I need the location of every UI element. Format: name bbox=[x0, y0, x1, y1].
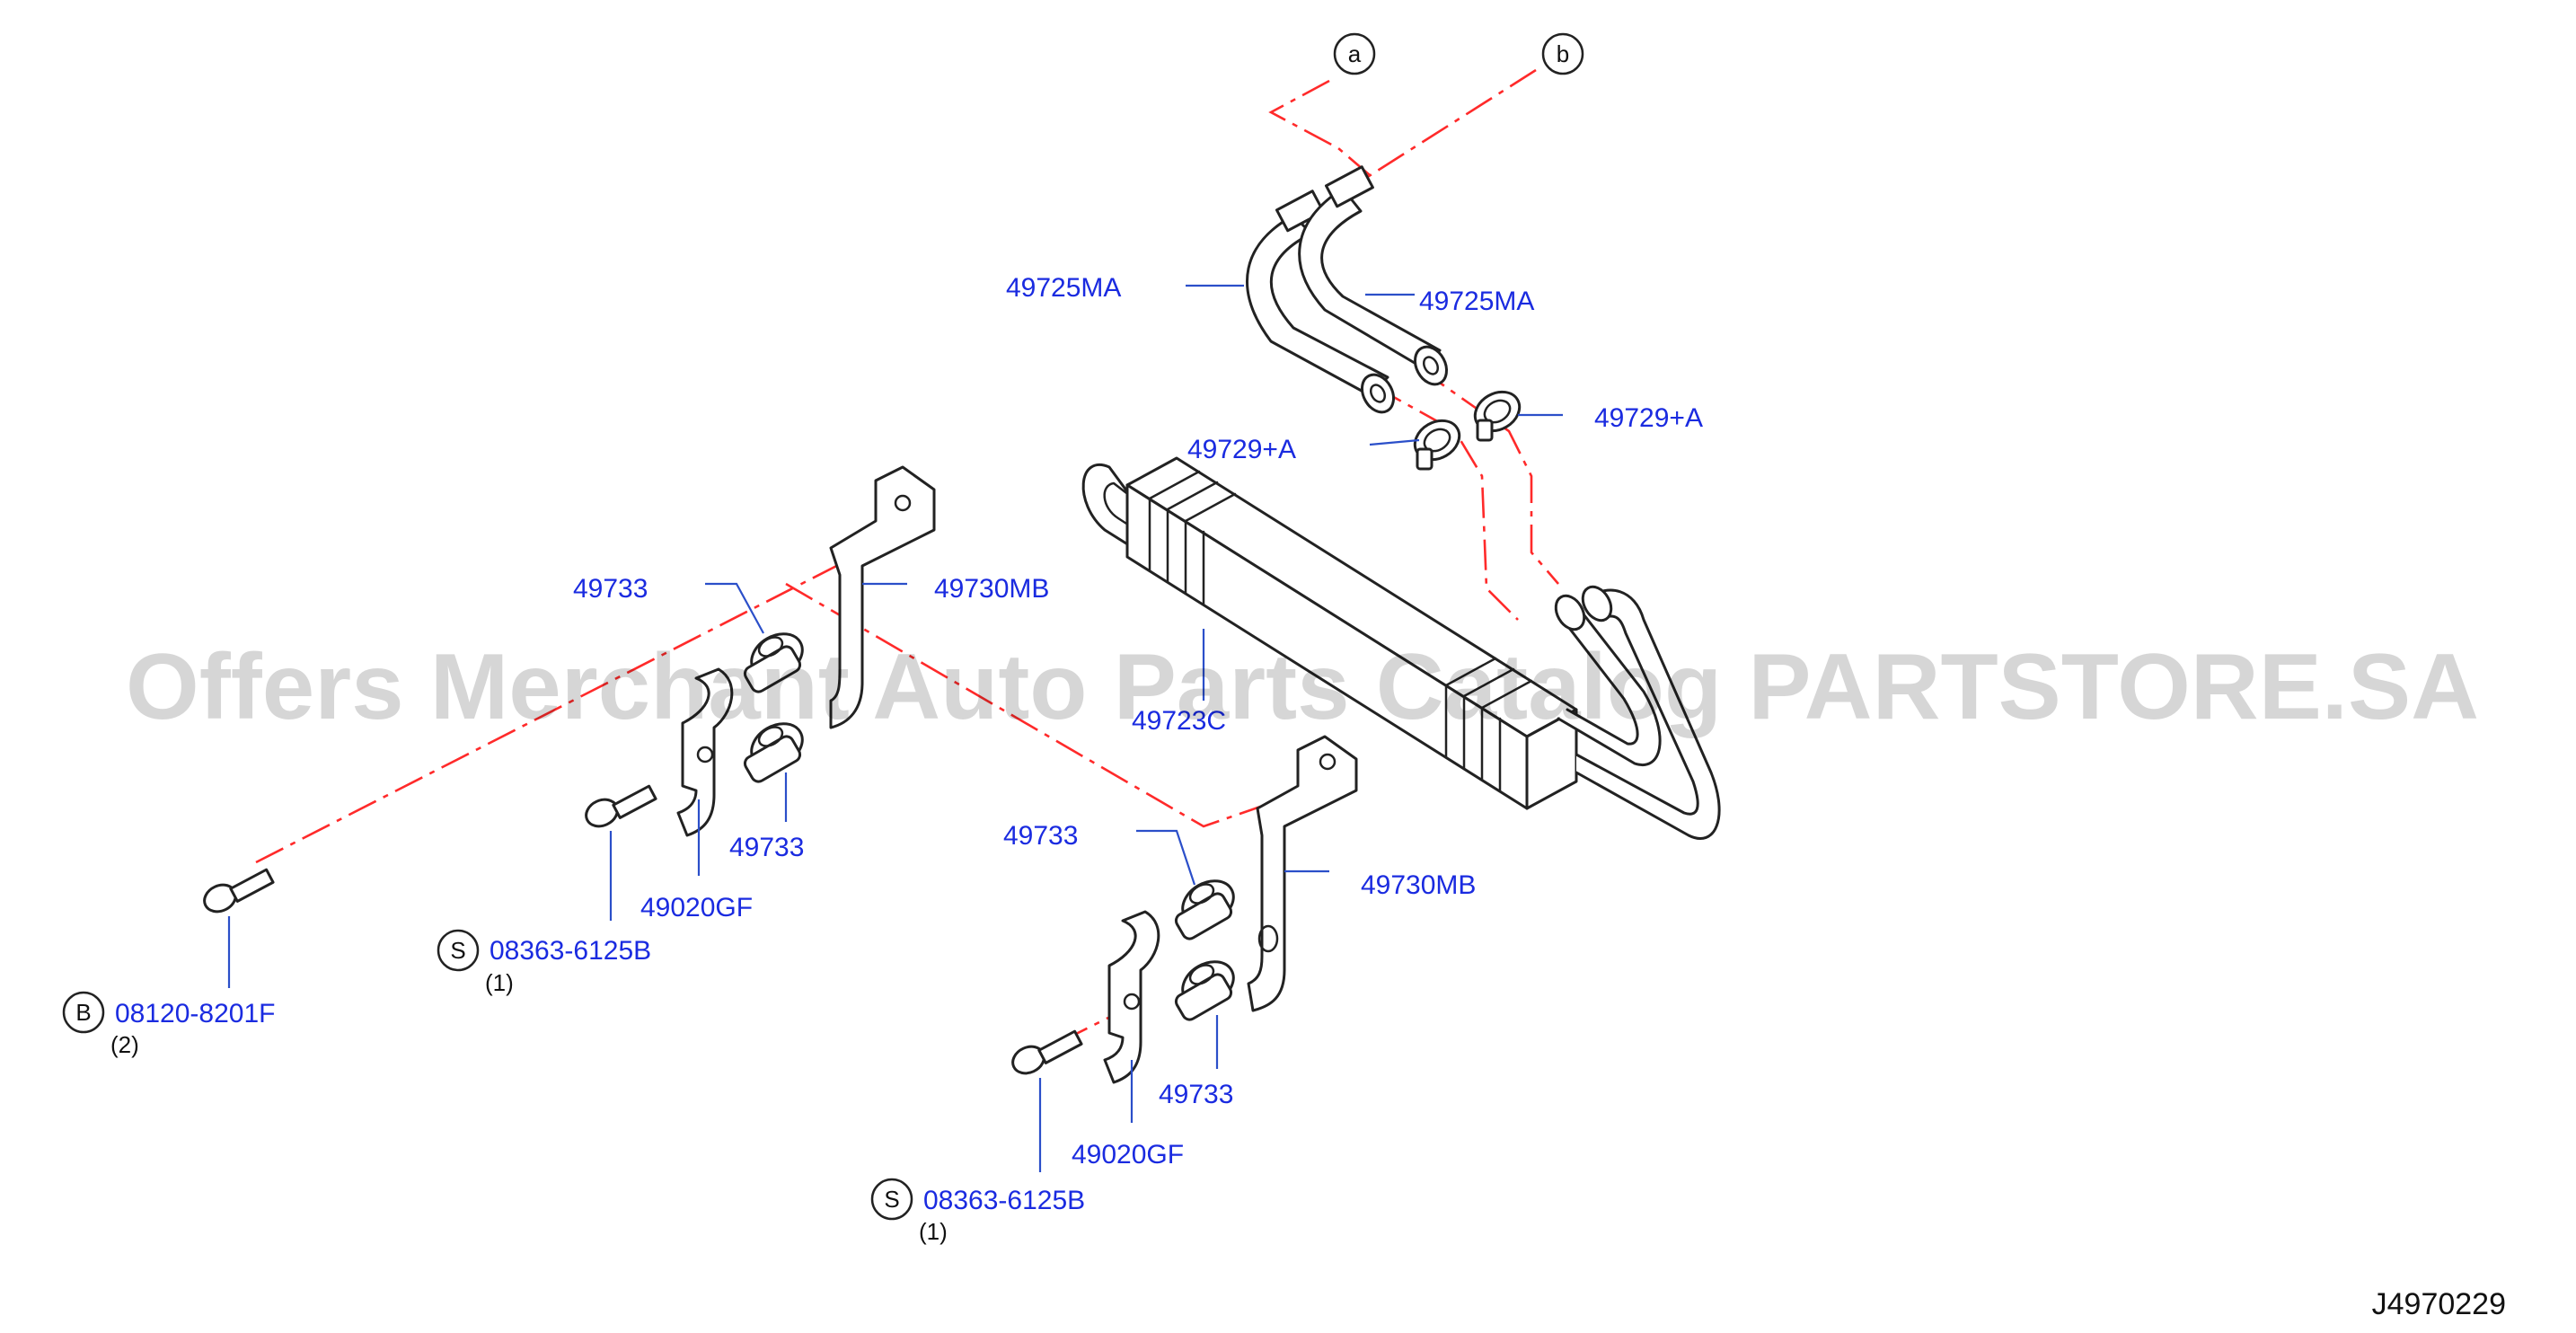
qty-bolt-s-lower: (1) bbox=[919, 1218, 948, 1245]
marker-b-text: b bbox=[1557, 40, 1569, 67]
hose-clamp-right[interactable] bbox=[1468, 384, 1526, 442]
insulator-lower-1[interactable] bbox=[1174, 872, 1241, 941]
label-49733-4[interactable]: 49733 bbox=[1159, 1080, 1233, 1109]
hose-upper-right[interactable] bbox=[1298, 165, 1453, 390]
bolt-s-upper[interactable] bbox=[582, 784, 657, 831]
symbol-s-upper: S bbox=[450, 937, 465, 964]
insulator-upper-1[interactable] bbox=[743, 625, 810, 694]
insulator-lower-2[interactable] bbox=[1174, 953, 1241, 1022]
label-49730MB-lower[interactable]: 49730MB bbox=[1361, 870, 1476, 900]
clamp-plate-upper[interactable] bbox=[676, 667, 734, 837]
qty-bolt-b: (2) bbox=[110, 1031, 139, 1058]
callout-bolt-s-lower[interactable]: S 08363-6125B (1) bbox=[870, 1178, 1085, 1245]
watermark-text: Offers Merchant Auto Parts Catalog PARTS… bbox=[126, 635, 2479, 739]
label-49733-2[interactable]: 49733 bbox=[729, 833, 804, 862]
qty-bolt-s-upper: (1) bbox=[485, 969, 514, 996]
diagram-code: J4970229 bbox=[2372, 1287, 2506, 1321]
hose-upper-left[interactable] bbox=[1246, 190, 1400, 418]
label-49020GF-upper[interactable]: 49020GF bbox=[640, 893, 753, 923]
oil-cooler[interactable] bbox=[1081, 456, 1721, 840]
label-49733-1[interactable]: 49733 bbox=[573, 574, 648, 604]
centerline-b bbox=[1355, 68, 1537, 186]
symbol-b: B bbox=[75, 999, 91, 1026]
label-08363-6125B-upper[interactable]: 08363-6125B bbox=[490, 936, 651, 966]
label-49730MB-upper[interactable]: 49730MB bbox=[934, 574, 1049, 604]
label-49725MA-left[interactable]: 49725MA bbox=[1006, 273, 1121, 303]
clamp-plate-lower[interactable] bbox=[1103, 910, 1160, 1084]
label-49729A-left[interactable]: 49729+A bbox=[1187, 435, 1296, 464]
hose-clamp-left[interactable] bbox=[1407, 413, 1466, 471]
centerline-bolt-b bbox=[255, 533, 899, 864]
callout-bolt-s-upper[interactable]: S 08363-6125B (1) bbox=[437, 929, 651, 996]
centerline-a bbox=[1268, 79, 1371, 176]
marker-a: a bbox=[1333, 32, 1376, 75]
label-49723C[interactable]: 49723C bbox=[1132, 706, 1226, 736]
symbol-s-lower: S bbox=[884, 1186, 899, 1213]
marker-b: b bbox=[1541, 32, 1584, 75]
label-49725MA-right[interactable]: 49725MA bbox=[1419, 287, 1534, 316]
centerline-bracket-link bbox=[785, 582, 1308, 828]
label-49020GF-lower[interactable]: 49020GF bbox=[1072, 1140, 1184, 1170]
callout-bolt-b[interactable]: B 08120-8201F (2) bbox=[62, 991, 275, 1058]
label-08120-8201F[interactable]: 08120-8201F bbox=[115, 999, 275, 1028]
leader-lines bbox=[227, 284, 1563, 1172]
bolt-b[interactable] bbox=[200, 868, 275, 916]
bolt-s-lower[interactable] bbox=[1009, 1029, 1083, 1078]
marker-a-text: a bbox=[1348, 40, 1362, 67]
centerline-hose-lower-left bbox=[1373, 384, 1519, 621]
label-49729A-right[interactable]: 49729+A bbox=[1594, 403, 1703, 433]
bracket-lower[interactable] bbox=[1247, 735, 1358, 1012]
label-49733-3[interactable]: 49733 bbox=[1003, 821, 1078, 851]
label-08363-6125B-lower[interactable]: 08363-6125B bbox=[923, 1186, 1085, 1215]
insulator-upper-2[interactable] bbox=[743, 715, 810, 784]
bracket-upper[interactable] bbox=[829, 465, 936, 729]
